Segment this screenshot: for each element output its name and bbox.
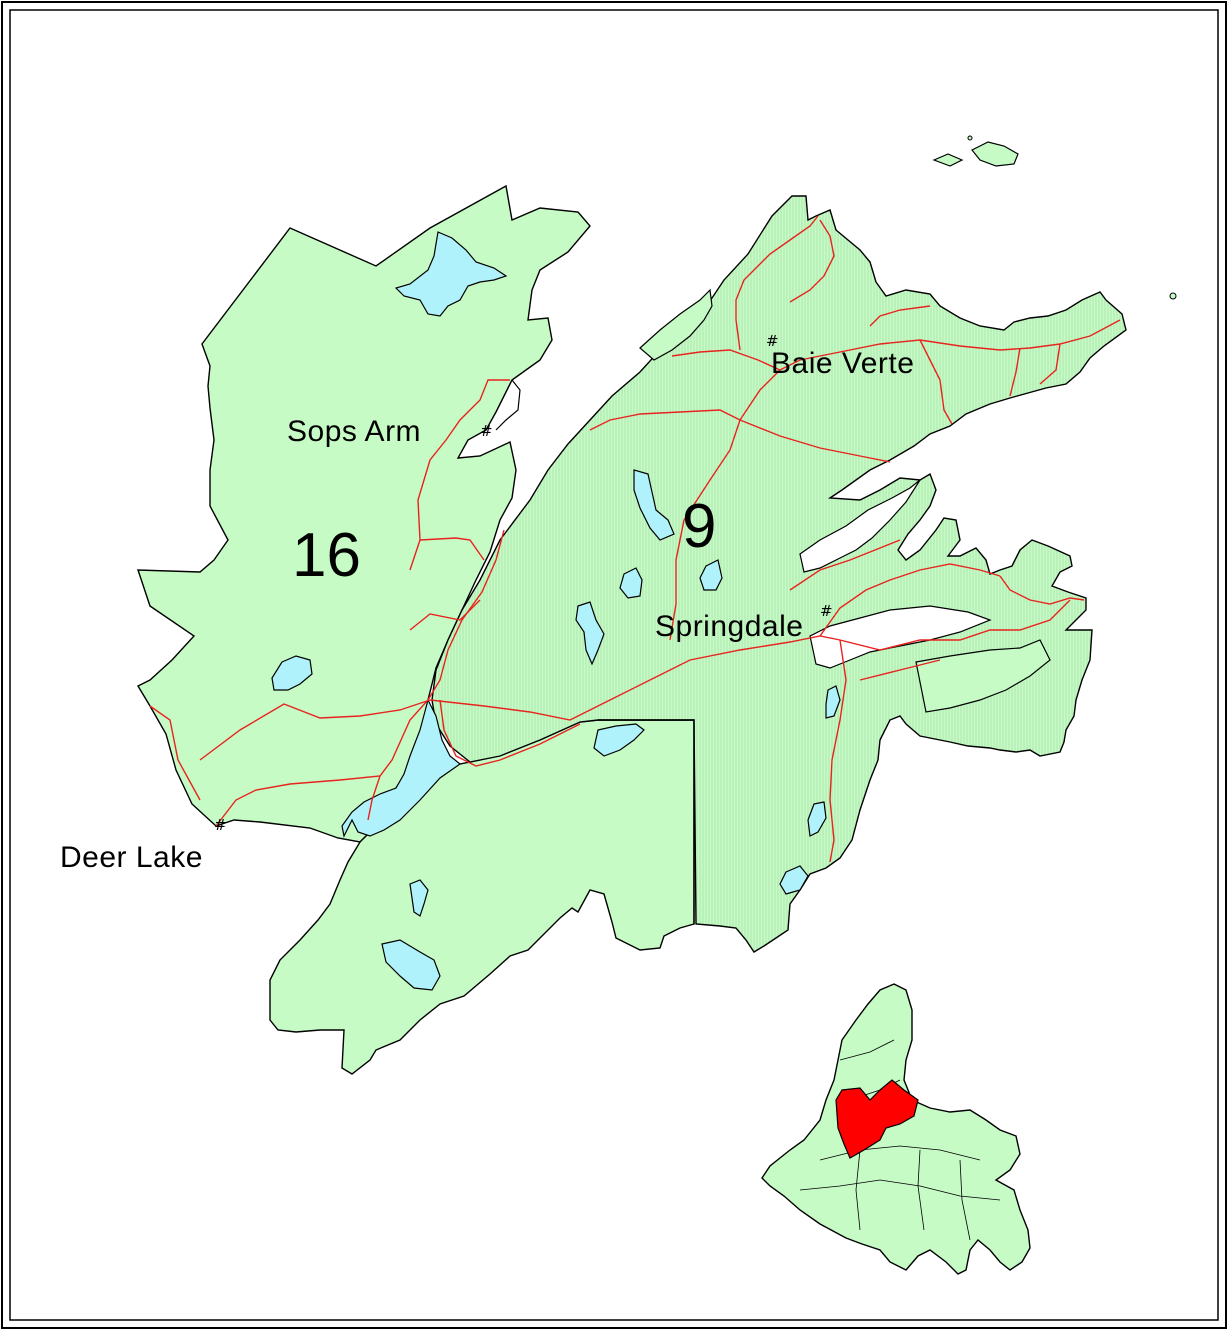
inner-frame	[9, 9, 1219, 1321]
label-baie-verte: Baie Verte	[771, 347, 914, 380]
island-small	[932, 153, 964, 167]
lake	[699, 559, 723, 591]
inset-island	[761, 983, 1031, 1275]
lake	[575, 601, 605, 666]
zone-label-9: 9	[682, 492, 716, 561]
zone-9-area	[431, 195, 1127, 953]
islet	[1169, 292, 1177, 300]
marker-deer-lake: #	[214, 816, 227, 834]
lake	[807, 801, 827, 837]
label-sops-arm: Sops Arm	[287, 415, 421, 448]
label-springdale: Springdale	[655, 610, 803, 643]
lake	[394, 231, 508, 317]
marker-baie-verte: #	[766, 332, 779, 350]
inlet-bay	[809, 605, 992, 669]
lake	[381, 939, 441, 991]
marker-springdale: #	[820, 602, 833, 620]
road-network	[149, 215, 1121, 863]
lake	[409, 879, 429, 917]
lake	[779, 865, 809, 895]
inset-overview-map	[761, 983, 1031, 1275]
inset-highlight-region	[835, 1079, 919, 1159]
zone-label-16: 16	[292, 521, 361, 590]
islet	[967, 135, 973, 141]
lake	[619, 567, 643, 599]
zone-boundary	[598, 719, 695, 924]
inlet-bay	[915, 639, 1051, 713]
marker-sops-arm: #	[480, 422, 493, 440]
inlet-bay	[639, 288, 713, 361]
lake	[825, 685, 841, 719]
label-deer-lake: Deer Lake	[60, 841, 203, 874]
coast-detail	[495, 379, 521, 431]
lake	[271, 655, 313, 691]
island-north	[971, 141, 1019, 167]
lake	[633, 469, 675, 541]
inlet-bay	[799, 479, 921, 573]
lake	[593, 723, 645, 757]
